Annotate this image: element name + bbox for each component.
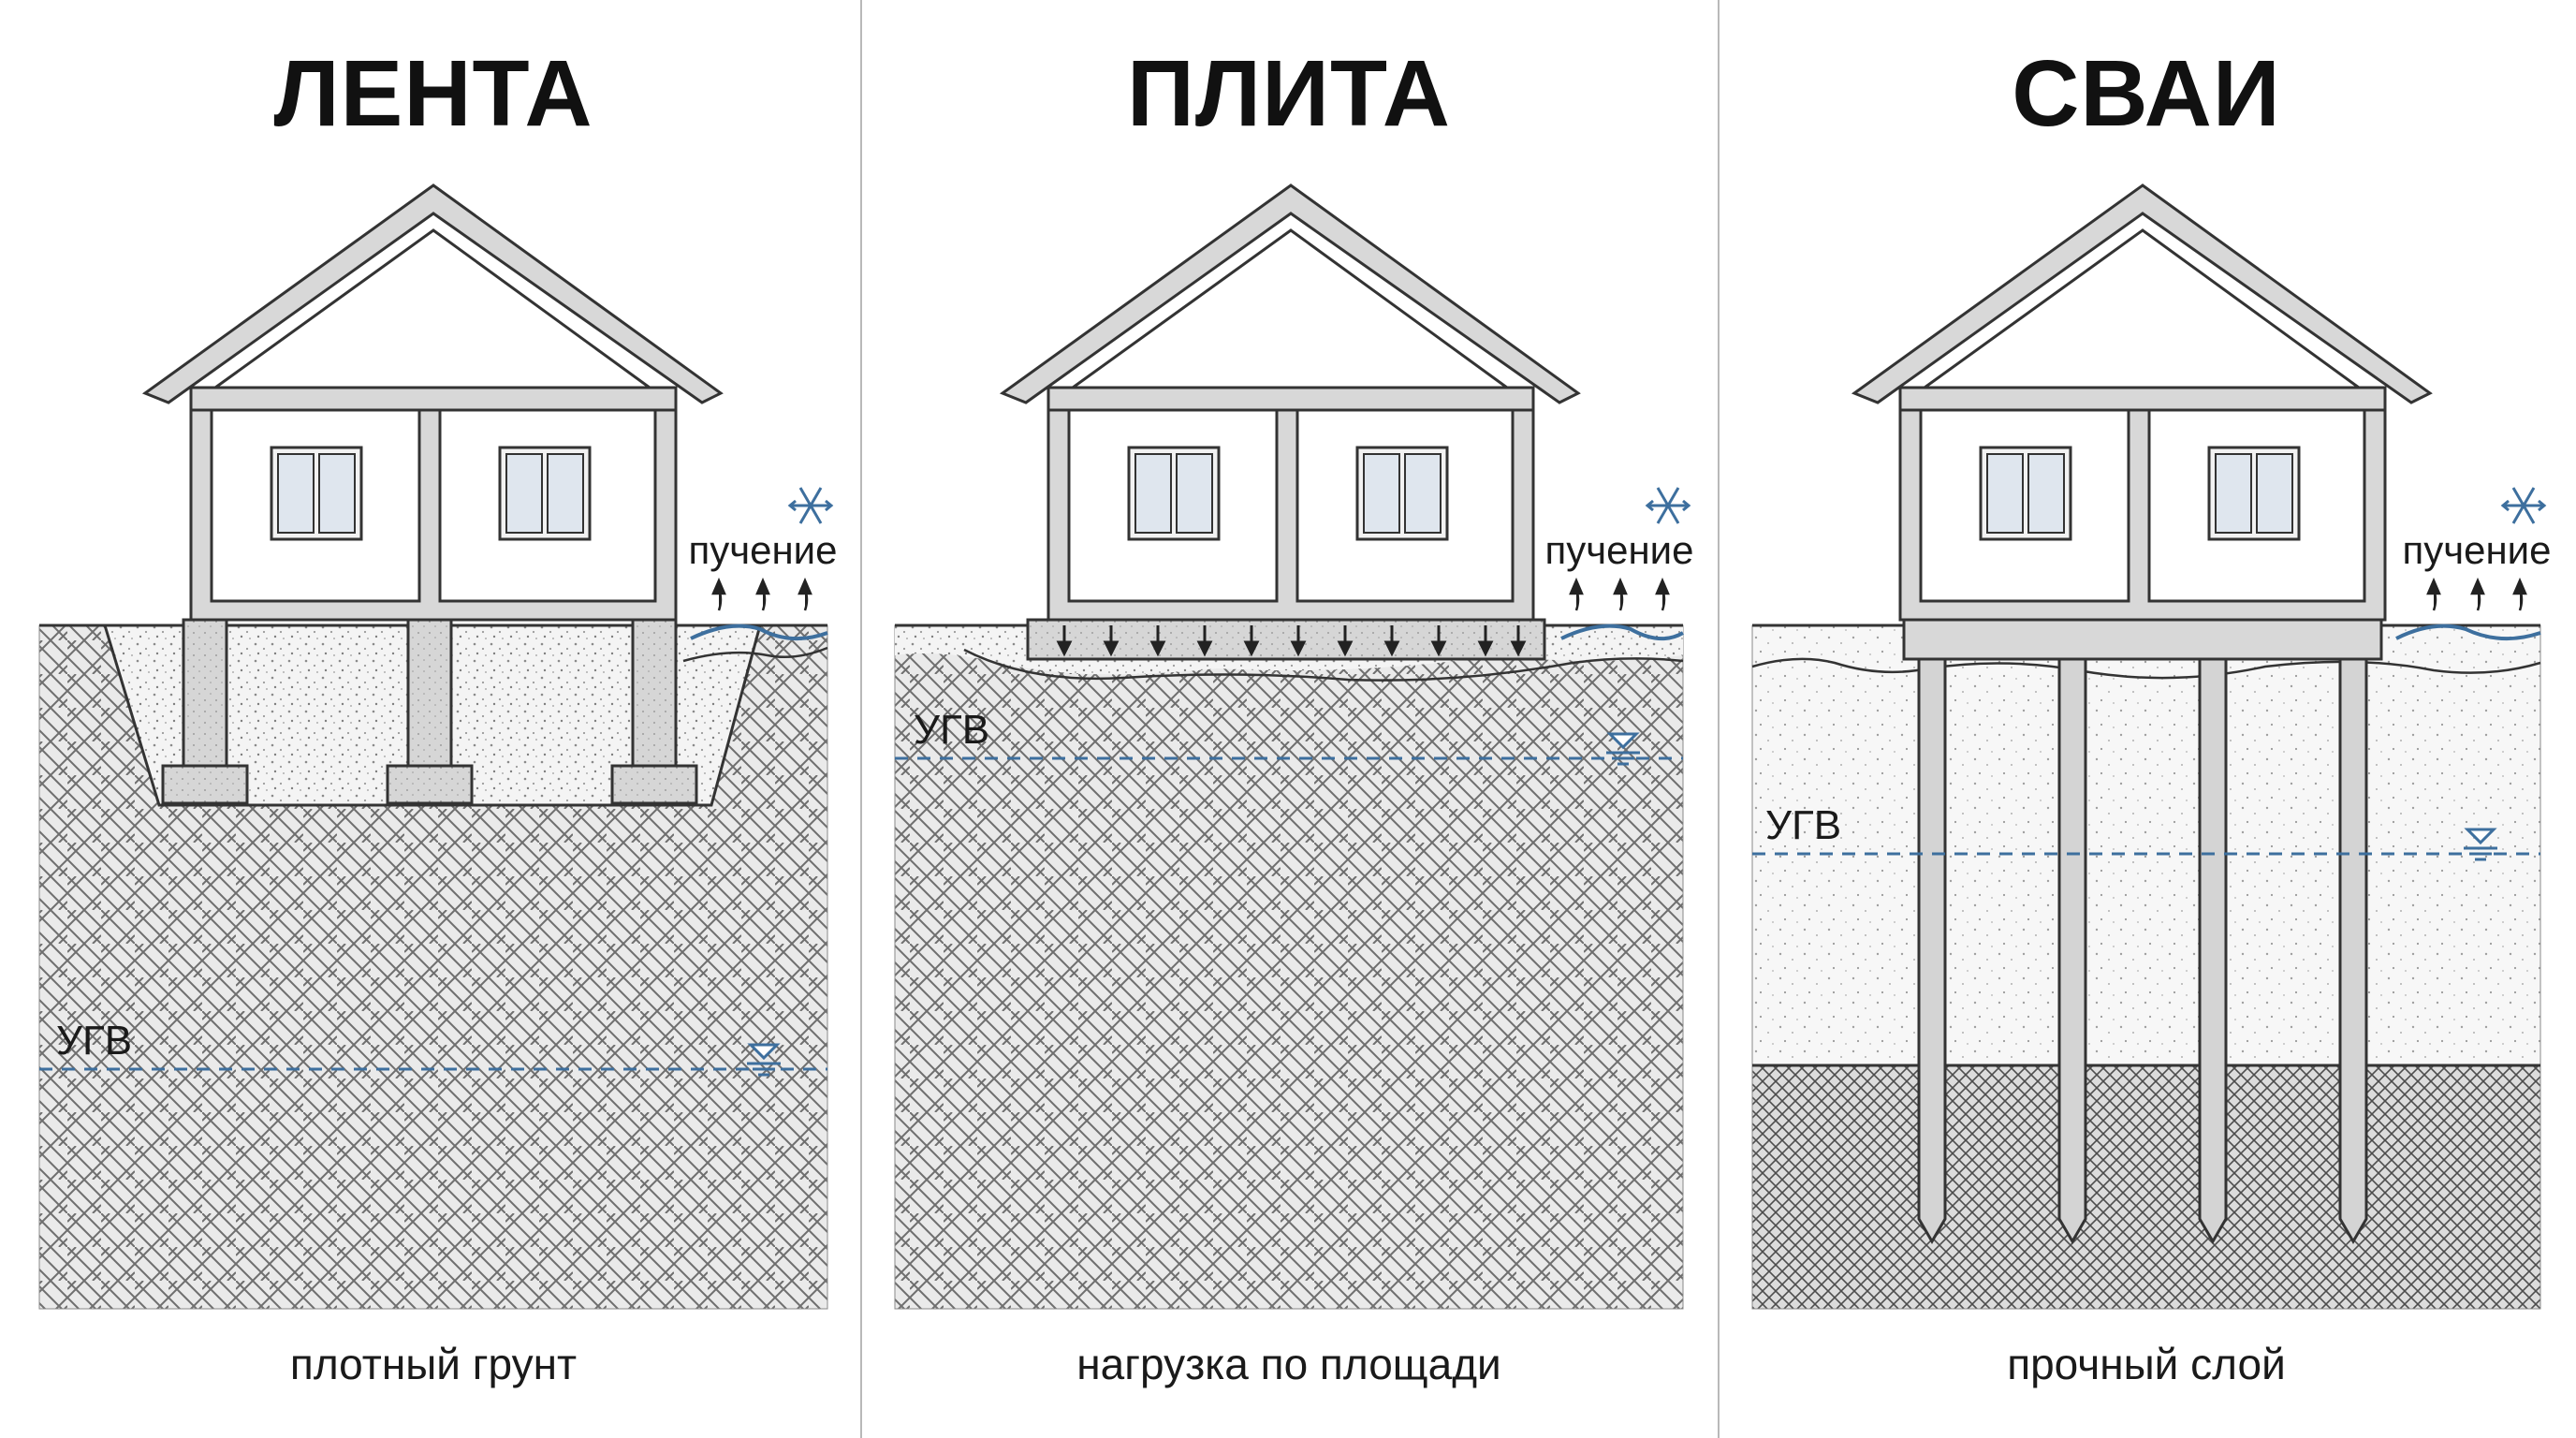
window-right (1355, 446, 1449, 541)
window-left (1979, 446, 2072, 541)
down-arrow-icon (1510, 625, 1527, 657)
panel-divider-2 (1718, 0, 1720, 1438)
strip-panel (38, 618, 828, 1310)
snowflake-icon (787, 487, 834, 524)
house-piles (1851, 183, 2433, 622)
pile-3 (2198, 653, 2228, 1244)
window-left (1127, 446, 1221, 541)
ceiling-beam (189, 386, 678, 412)
window-left (270, 446, 363, 541)
frost-line (963, 648, 1684, 682)
up-arrow-icon (755, 577, 770, 611)
water-table-label: УГВ (914, 707, 989, 753)
panel-title-slab: ПЛИТА (1127, 41, 1451, 146)
frost-heave-label: пучение (689, 528, 838, 572)
up-arrow-icon (2512, 577, 2527, 611)
house-strip (141, 183, 724, 622)
frost-heave-label: пучение (1545, 528, 1694, 572)
frost-heave-wave (2395, 624, 2541, 641)
water-table-label: УГВ (56, 1018, 132, 1064)
down-arrow-icon (1056, 625, 1073, 657)
up-arrow-icon (1569, 577, 1584, 611)
down-arrow-icon (1196, 625, 1213, 657)
panel-divider-1 (860, 0, 862, 1438)
up-arrow-icon (1613, 577, 1628, 611)
up-arrow-icon (2470, 577, 2485, 611)
down-arrow-icon (1383, 625, 1400, 657)
down-arrow-icon (1243, 625, 1260, 657)
pile-2 (2057, 653, 2087, 1244)
dense-soil (894, 624, 1684, 1310)
snowflake-icon (2500, 487, 2547, 524)
panel-title-piles: СВАИ (2012, 41, 2281, 146)
strip-footing-middle (386, 618, 474, 805)
panel-title-strip: ЛЕНТА (273, 41, 593, 146)
up-arrow-icon (2426, 577, 2441, 611)
snowflake-icon (1645, 487, 1691, 524)
frost-heave-arrows (1569, 577, 1670, 611)
window-right (498, 446, 592, 541)
panel-caption-strip: плотный грунт (289, 1340, 578, 1388)
panel-caption-piles: прочный слой (2007, 1340, 2286, 1388)
down-arrow-icon (1103, 625, 1120, 657)
roof (999, 183, 1581, 404)
up-arrow-icon (711, 577, 726, 611)
down-arrow-icon (1477, 625, 1494, 657)
pile-1 (1917, 653, 1947, 1244)
foundation-slab (1026, 618, 1546, 661)
slab-load-arrows (1056, 625, 1527, 657)
frost-line (682, 646, 828, 663)
up-arrow-icon (1655, 577, 1670, 611)
frost-heave-arrows (711, 577, 812, 611)
roof (1851, 183, 2433, 404)
down-arrow-icon (1149, 625, 1166, 657)
water-level-icon (1606, 732, 1640, 766)
water-level-icon (747, 1043, 781, 1077)
up-arrow-icon (798, 577, 812, 611)
pile-grillage (1902, 618, 2383, 661)
panel-caption-slab: нагрузка по площади (1076, 1340, 1501, 1388)
house-slab (999, 183, 1581, 622)
pile-4 (2338, 653, 2368, 1244)
ceiling-beam (1898, 386, 2387, 412)
water-level-icon (2464, 828, 2497, 861)
strip-footing-right (610, 618, 698, 805)
down-arrow-icon (1290, 625, 1307, 657)
ceiling-beam (1046, 386, 1535, 412)
bearing-layer (1751, 1064, 2541, 1310)
weak-soil (1751, 624, 2541, 1066)
frost-line (1751, 657, 2541, 680)
frost-heave-label: пучение (2403, 528, 2552, 572)
water-table-label: УГВ (1765, 802, 1841, 848)
roof (141, 183, 724, 404)
window-right (2207, 446, 2301, 541)
frost-heave-arrows (2426, 577, 2527, 611)
frost-heave-wave (1560, 624, 1685, 640)
down-arrow-icon (1430, 625, 1447, 657)
frost-heave-wave (690, 624, 828, 641)
piles-panel (1751, 618, 2541, 1310)
down-arrow-icon (1337, 625, 1354, 657)
slab-panel (894, 618, 1685, 1310)
